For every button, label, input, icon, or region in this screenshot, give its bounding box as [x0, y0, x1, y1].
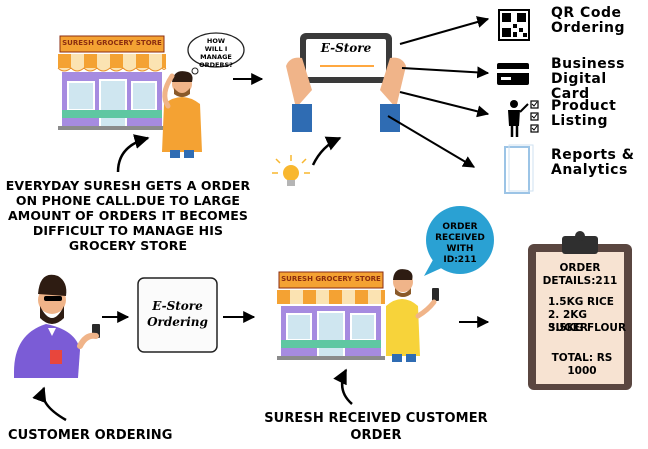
feature-card-label: Business Digital Card	[551, 56, 625, 102]
clipboard-item-3: 3.5KG FLOUR	[548, 322, 627, 334]
thought-bubble-text: HOW WILL I MANAGE ORDERS?	[199, 37, 233, 69]
customer-caption: CUSTOMER ORDERING	[8, 428, 173, 443]
arrow-to-listing	[399, 91, 490, 118]
arrow-bulb-to-tablet	[311, 136, 342, 166]
feature-qr-label: QR Code Ordering	[551, 5, 626, 36]
tablet-estore-label: E-Store	[320, 41, 372, 55]
arrow-to-card	[401, 66, 490, 79]
clipboard-item-1: 1.5KG RICE	[548, 296, 614, 308]
clipboard-title: ORDER DETAILS:211	[542, 262, 618, 287]
arrow-caption-to-store	[116, 134, 150, 173]
store-sign-bottom: SURESH GROCERY STORE	[281, 275, 381, 283]
lightbulb-icon	[272, 155, 310, 186]
problem-caption: EVERYDAY SURESH GETS A ORDER ON PHONE CA…	[5, 178, 251, 253]
suresh-thinking-figure	[162, 71, 202, 158]
order-clipboard	[528, 231, 632, 390]
feature-reports-label: Reports & Analytics	[551, 147, 635, 178]
clipboard-item-2: 2. 2KG SUGER	[548, 309, 588, 334]
grocery-store-bottom-illustration	[277, 271, 385, 360]
estore-tablet-illustration	[286, 33, 406, 132]
order-received-bubble	[424, 206, 494, 276]
store-sign-top: SURESH GROCERY STORE	[62, 39, 162, 47]
product-listing-icon	[508, 100, 539, 137]
estore-ordering-label: E-Store Ordering	[147, 299, 208, 329]
order-received-text: ORDER RECEIVED WITH ID:211	[435, 222, 485, 265]
grocery-store-top-illustration	[57, 35, 167, 130]
arrow-to-qr	[399, 16, 490, 45]
arrow-caption-to-store-bottom	[333, 368, 353, 405]
estore-ordering-box	[137, 277, 218, 353]
arrow-caption-to-customer	[32, 386, 67, 422]
feature-listing-label: Product Listing	[551, 98, 617, 129]
reports-document-icon	[504, 144, 534, 194]
business-card-icon	[497, 63, 529, 85]
qr-code-icon	[498, 9, 530, 41]
clipboard-total: TOTAL: RS 1000	[551, 352, 613, 377]
received-caption: SURESH RECEIVED CUSTOMER ORDER	[264, 411, 488, 443]
store-awning-top	[57, 54, 167, 72]
customer-figure	[14, 274, 100, 378]
arrow-to-reports	[387, 115, 476, 168]
suresh-phone-figure	[386, 269, 439, 362]
